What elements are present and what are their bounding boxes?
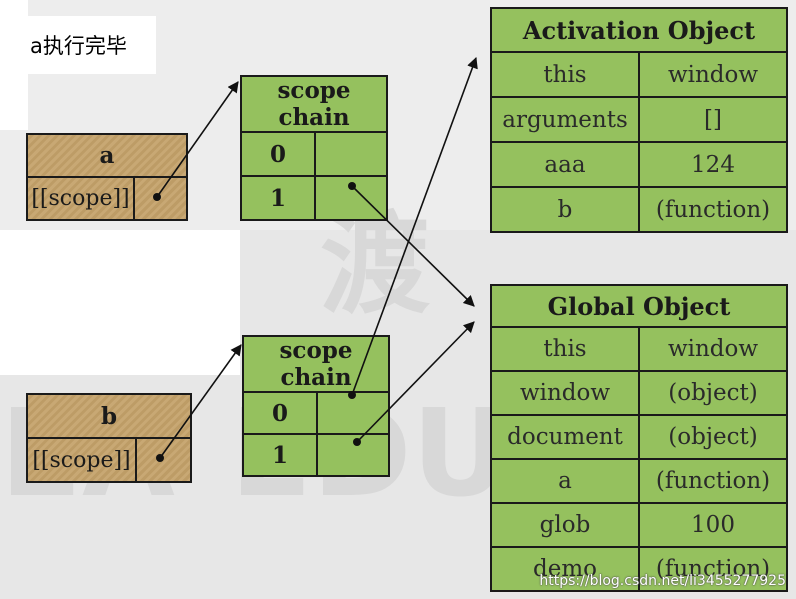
- go-key-a: a: [490, 458, 640, 504]
- go-key-glob: glob: [490, 502, 640, 548]
- ao-key-aaa: aaa: [490, 141, 640, 188]
- ao-value-arguments: []: [638, 96, 788, 143]
- go-value-demo: (function): [638, 546, 788, 592]
- scope-chain-b-index-0: 0: [242, 391, 318, 435]
- go-key-document: document: [490, 414, 640, 460]
- source-credit: https://blog.csdn.net/li3455277925: [539, 573, 786, 589]
- ao-value-b: (function): [638, 186, 788, 233]
- function-a-scope-label: [[scope]]: [26, 176, 135, 221]
- function-a-box: a [[scope]]: [26, 133, 188, 221]
- ao-value-aaa: 124: [638, 141, 788, 188]
- scope-chain-a-index-1: 1: [240, 175, 316, 221]
- scope-chain-a-title: scope chain: [240, 75, 388, 133]
- function-b-box: b [[scope]]: [26, 393, 192, 483]
- go-key-demo: demo: [490, 546, 640, 592]
- activation-object-title: Activation Object: [490, 7, 788, 53]
- function-b-name: b: [26, 393, 192, 439]
- go-value-glob: 100: [638, 502, 788, 548]
- go-key-window: window: [490, 370, 640, 416]
- scope-chain-b-slot-1: [316, 433, 390, 477]
- go-value-window: (object): [638, 370, 788, 416]
- global-object-title: Global Object: [490, 284, 788, 328]
- global-object-table: Global Object this window window (object…: [490, 284, 788, 592]
- ao-value-this: window: [638, 51, 788, 98]
- go-value-this: window: [638, 326, 788, 372]
- go-value-document: (object): [638, 414, 788, 460]
- ao-key-arguments: arguments: [490, 96, 640, 143]
- scope-chain-a-index-0: 0: [240, 131, 316, 177]
- scope-chain-b-index-1: 1: [242, 433, 318, 477]
- ao-key-this: this: [490, 51, 640, 98]
- go-key-this: this: [490, 326, 640, 372]
- arrow-scope-chain-b-0-to-activation: [348, 56, 478, 399]
- go-value-a: (function): [638, 458, 788, 504]
- function-b-scope-pointer: [135, 437, 192, 483]
- arrow-scope-chain-b-1-to-global: [353, 321, 475, 446]
- scope-chain-b-title: scope chain: [242, 335, 390, 393]
- scope-chain-a-slot-0: [314, 131, 388, 177]
- arrow-a-scope-to-scope-chain-a: [153, 81, 239, 201]
- arrow-scope-chain-a-1-to-global: [348, 182, 475, 307]
- white-panel: [0, 230, 240, 375]
- arrow-b-scope-to-scope-chain-b: [156, 344, 242, 462]
- ao-key-b: b: [490, 186, 640, 233]
- function-b-scope-label: [[scope]]: [26, 437, 137, 483]
- white-panel: [0, 0, 28, 130]
- activation-object-table: Activation Object this window arguments …: [490, 7, 788, 233]
- watermark-logo: 渡: [320, 201, 430, 329]
- caption-title: a执行完毕: [28, 16, 156, 74]
